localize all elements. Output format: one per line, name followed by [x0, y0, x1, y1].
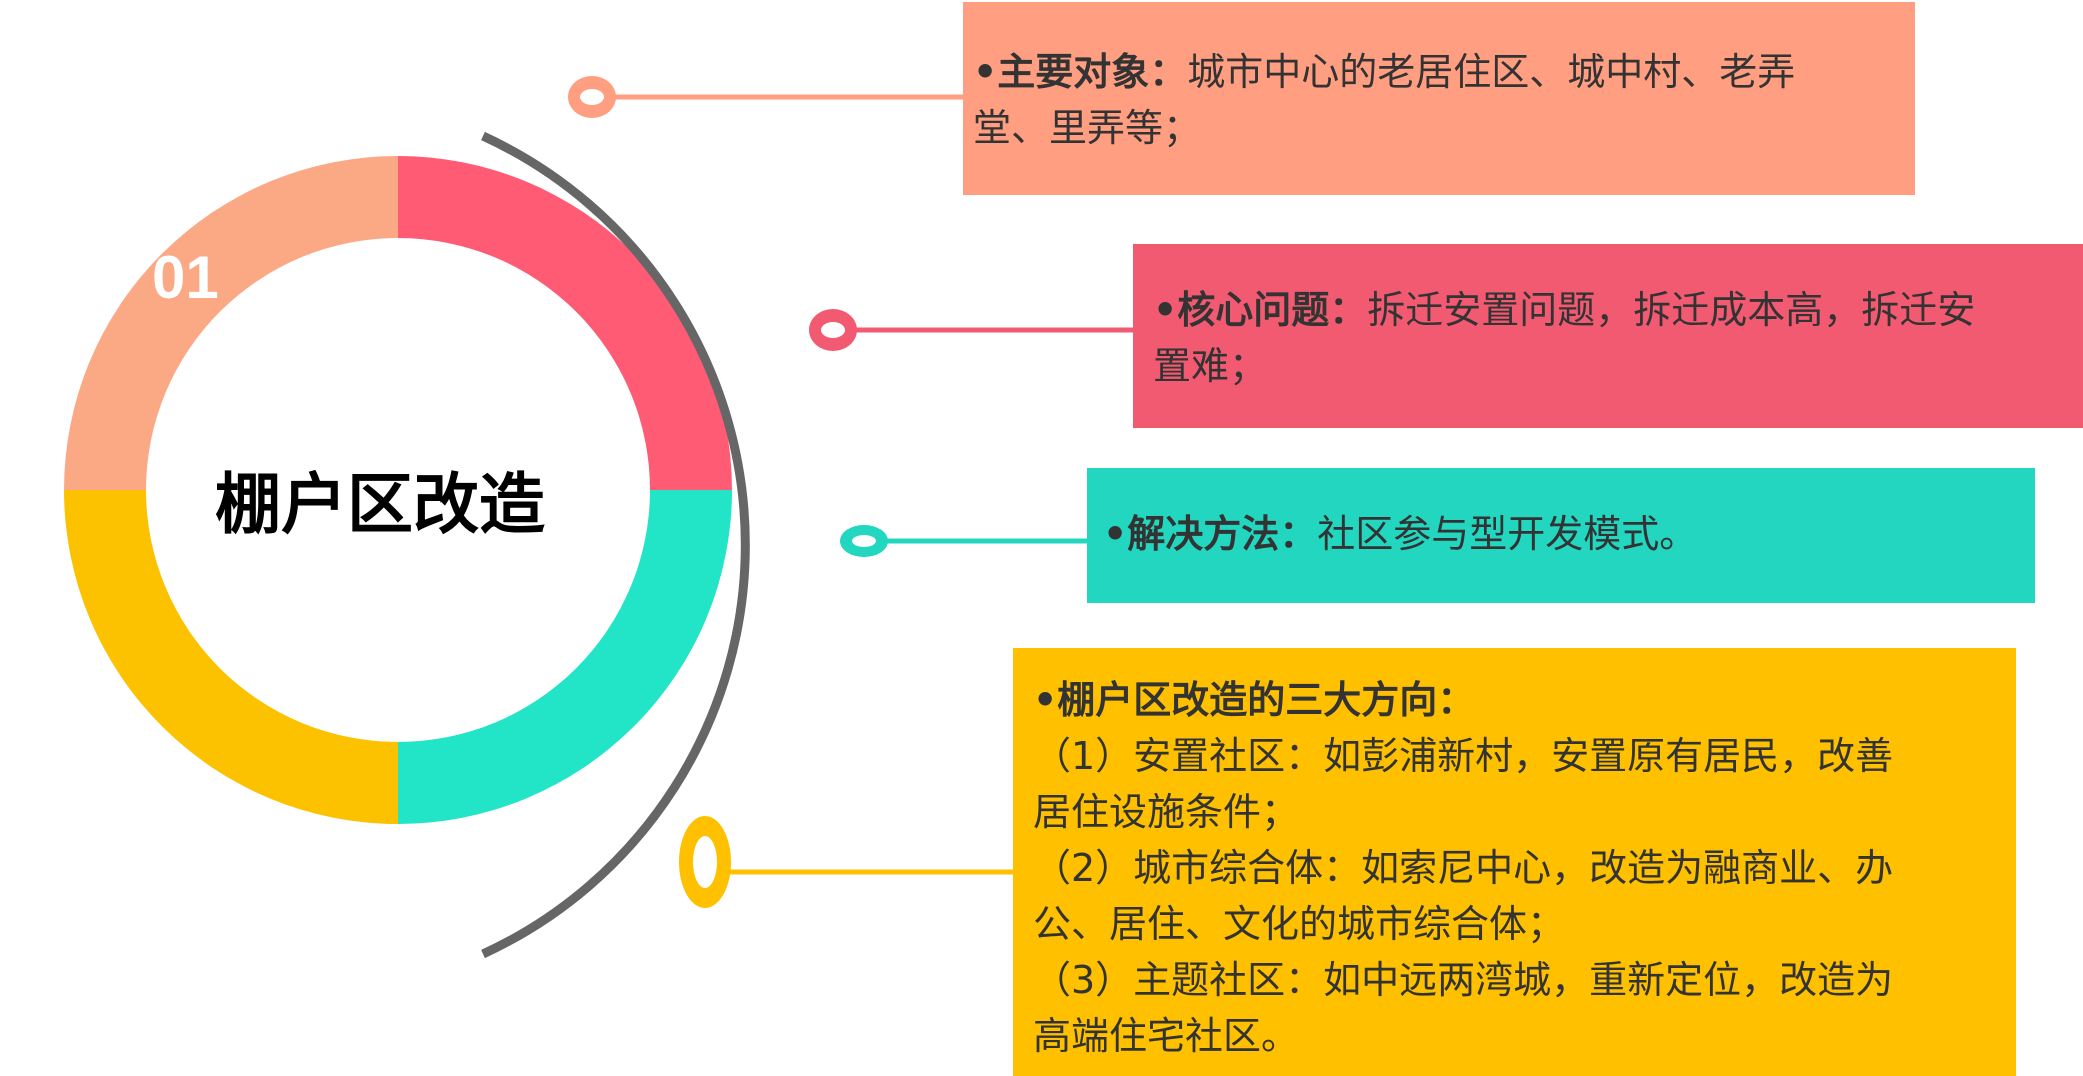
info-box-three-directions: •棚户区改造的三大方向： （1）安置社区：如彭浦新村，安置原有居民，改善 居住设… [1013, 648, 2016, 1076]
ring-segment-salmon [64, 156, 398, 490]
ring-segment-pink [398, 156, 732, 490]
connector-dot-3 [840, 525, 888, 557]
box-bg-4 [1013, 648, 2016, 1076]
direction-line: （2）城市综合体：如索尼中心，改造为融商业、办 [1033, 846, 1894, 890]
center-title: 棚户区改造 [215, 466, 545, 543]
info-box-core-problem: •核心问题：拆迁安置问题，拆迁成本高，拆迁安 置难； [1133, 244, 2083, 428]
info-box-text: 城市中心的老居住区、城中村、老弄 [1187, 50, 1796, 94]
info-box-text: 拆迁安置问题，拆迁成本高，拆迁安 [1367, 288, 1976, 332]
info-box-label: •核心问题： [1153, 288, 1368, 332]
info-box-text-continued: 置难； [1153, 344, 1268, 388]
info-box-solution: •解决方法：社区参与型开发模式。 [1087, 468, 2035, 603]
connector-dot-1 [568, 76, 616, 118]
ring-segment-teal [398, 490, 732, 824]
info-box-label: •解决方法： [1103, 512, 1318, 556]
info-box-main-object: •主要对象：城市中心的老居住区、城中村、老弄 堂、里弄等； [963, 2, 1915, 195]
direction-line: 公、居住、文化的城市综合体； [1033, 902, 1566, 946]
direction-line: 高端住宅社区。 [1033, 1014, 1300, 1058]
connector-dot-4 [679, 816, 731, 908]
info-box-label: •棚户区改造的三大方向： [1033, 678, 1476, 722]
info-box-label: •主要对象： [973, 50, 1188, 94]
box-bg-3 [1087, 468, 2035, 603]
box-bg-2 [1133, 244, 2083, 428]
box-bg-1 [963, 2, 1915, 195]
direction-line: 居住设施条件； [1033, 790, 1300, 834]
outer-arc [481, 131, 750, 959]
info-box-text: 社区参与型开发模式。 [1317, 512, 1698, 556]
connector-dot-2 [809, 309, 857, 351]
direction-line: （1）安置社区：如彭浦新村，安置原有居民，改善 [1033, 734, 1894, 778]
direction-line: （3）主题社区：如中远两湾城，重新定位，改造为 [1033, 958, 1894, 1002]
step-number: 01 [152, 244, 219, 311]
ring-segment-yellow [64, 490, 398, 824]
info-box-text-continued: 堂、里弄等； [973, 106, 1202, 150]
